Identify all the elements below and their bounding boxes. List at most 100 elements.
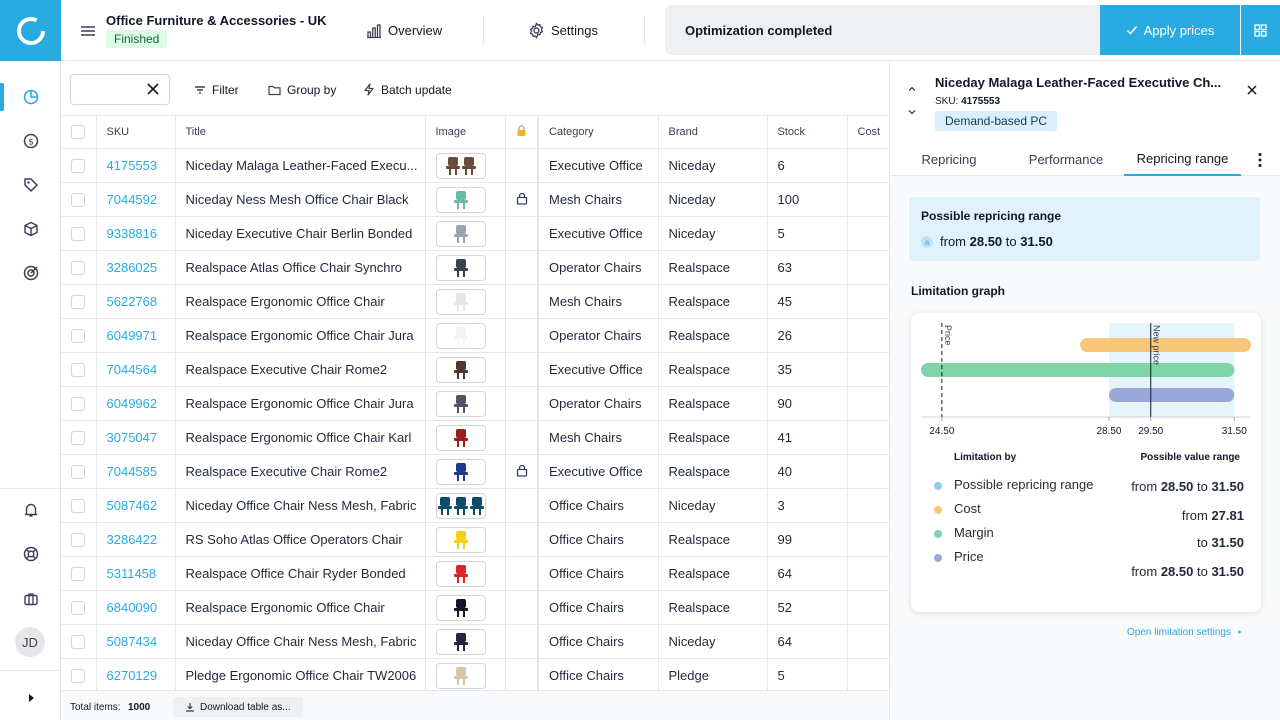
- select-all-checkbox[interactable]: [61, 115, 97, 149]
- open-limitation-settings-link[interactable]: Open limitation settings: [1127, 627, 1243, 638]
- sku-link[interactable]: 3286025: [96, 250, 176, 285]
- product-thumbnail[interactable]: [425, 454, 506, 489]
- column-header-cost[interactable]: Cost: [847, 115, 889, 149]
- sku-link[interactable]: 7044592: [96, 182, 176, 217]
- lock-cell[interactable]: [505, 318, 539, 353]
- column-header-sku[interactable]: SKU: [96, 115, 176, 149]
- sku-link[interactable]: 5311458: [96, 556, 176, 591]
- hamburger-menu-icon[interactable]: [77, 20, 99, 42]
- next-item-chevron-down-icon[interactable]: [907, 104, 917, 115]
- row-checkbox[interactable]: [61, 284, 97, 319]
- sku-link[interactable]: 6049962: [96, 386, 176, 421]
- row-checkbox[interactable]: [61, 352, 97, 387]
- row-checkbox[interactable]: [61, 624, 97, 659]
- column-header-lock[interactable]: [505, 115, 539, 149]
- product-thumbnail[interactable]: [425, 590, 506, 625]
- nav-dashboard-icon[interactable]: [0, 77, 61, 117]
- apply-prices-button[interactable]: Apply prices: [1100, 5, 1240, 55]
- lock-cell[interactable]: [505, 182, 539, 217]
- nav-target-icon[interactable]: [0, 253, 61, 293]
- lock-cell[interactable]: [505, 556, 539, 591]
- column-header-brand[interactable]: Brand: [658, 115, 768, 149]
- previous-item-chevron-up-icon[interactable]: [907, 81, 917, 91]
- row-checkbox[interactable]: [61, 522, 97, 557]
- row-checkbox[interactable]: [61, 454, 97, 489]
- sku-link[interactable]: 7044564: [96, 352, 176, 387]
- sku-link[interactable]: 5622768: [96, 284, 176, 319]
- sku-link[interactable]: 3286422: [96, 522, 176, 557]
- row-checkbox[interactable]: [61, 250, 97, 285]
- group-by-button[interactable]: Group by: [268, 74, 336, 105]
- column-header-title[interactable]: Title: [175, 115, 426, 149]
- product-thumbnail[interactable]: [425, 658, 506, 690]
- lock-cell[interactable]: [505, 488, 539, 523]
- product-thumbnail[interactable]: [425, 556, 506, 591]
- overview-button[interactable]: Overview: [366, 0, 442, 61]
- row-checkbox[interactable]: [61, 420, 97, 455]
- tab-performance[interactable]: Performance: [1028, 152, 1104, 167]
- nav-notifications-icon[interactable]: [0, 490, 61, 530]
- lock-cell[interactable]: [505, 216, 539, 251]
- lock-cell[interactable]: [505, 352, 539, 387]
- download-table-button[interactable]: Download table as...: [173, 697, 303, 717]
- sku-link[interactable]: 4175553: [96, 148, 176, 183]
- sku-link[interactable]: 5087462: [96, 488, 176, 523]
- expand-nav-icon[interactable]: [0, 678, 61, 718]
- row-checkbox[interactable]: [61, 658, 97, 690]
- lock-cell[interactable]: [505, 624, 539, 659]
- product-thumbnail[interactable]: [425, 420, 506, 455]
- sku-link[interactable]: 3075047: [96, 420, 176, 455]
- row-checkbox[interactable]: [61, 182, 97, 217]
- nav-help-icon[interactable]: [0, 534, 61, 574]
- clear-search-icon[interactable]: [146, 82, 160, 96]
- nav-briefcase-icon[interactable]: [0, 579, 61, 619]
- lock-cell[interactable]: [505, 420, 539, 455]
- sku-link[interactable]: 9338816: [96, 216, 176, 251]
- row-checkbox[interactable]: [61, 556, 97, 591]
- product-thumbnail[interactable]: [425, 352, 506, 387]
- user-avatar[interactable]: JD: [15, 627, 45, 657]
- product-thumbnail[interactable]: [425, 182, 506, 217]
- tab-repricing[interactable]: Repricing: [921, 152, 977, 167]
- lock-cell[interactable]: [505, 386, 539, 421]
- close-panel-icon[interactable]: [1245, 83, 1259, 97]
- product-thumbnail[interactable]: [425, 386, 506, 421]
- column-header-image[interactable]: Image: [425, 115, 506, 149]
- lock-cell[interactable]: [505, 454, 539, 489]
- batch-update-button[interactable]: Batch update: [363, 74, 452, 105]
- lock-cell[interactable]: [505, 658, 539, 690]
- more-options-icon[interactable]: [1252, 151, 1268, 169]
- row-checkbox[interactable]: [61, 590, 97, 625]
- nav-pricing-icon[interactable]: $: [0, 121, 61, 161]
- row-checkbox[interactable]: [61, 318, 97, 353]
- sku-link[interactable]: 5087434: [96, 624, 176, 659]
- nav-products-icon[interactable]: [0, 209, 61, 249]
- sku-link[interactable]: 6840090: [96, 590, 176, 625]
- product-thumbnail[interactable]: [425, 488, 506, 523]
- column-header-stock[interactable]: Stock: [767, 115, 848, 149]
- sku-link[interactable]: 6049971: [96, 318, 176, 353]
- product-thumbnail[interactable]: [425, 318, 506, 353]
- filter-button[interactable]: Filter: [194, 74, 239, 105]
- product-thumbnail[interactable]: [425, 624, 506, 659]
- lock-cell[interactable]: [505, 250, 539, 285]
- apps-grid-button[interactable]: [1241, 5, 1280, 55]
- row-checkbox[interactable]: [61, 216, 97, 251]
- lock-cell[interactable]: [505, 284, 539, 319]
